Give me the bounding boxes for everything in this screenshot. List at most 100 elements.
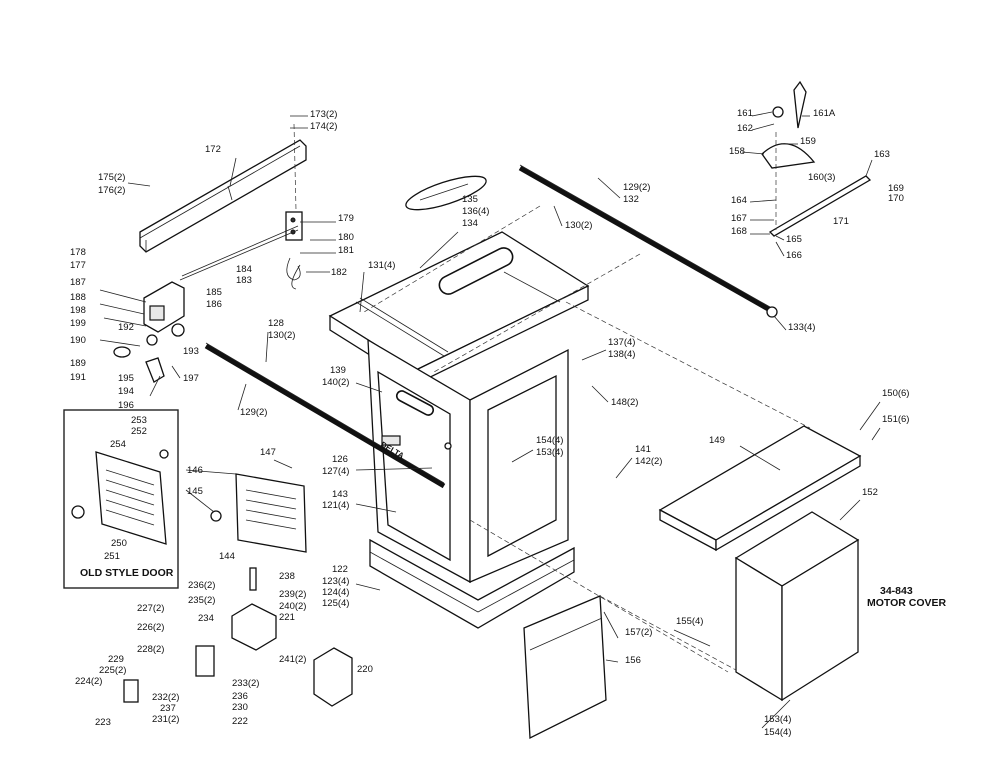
part-label-p123: 123(4) [322, 576, 349, 587]
part-label-p183: 183 [236, 275, 252, 286]
part-label-p146: 146 [187, 465, 203, 476]
part-label-p168: 168 [731, 226, 747, 237]
part-label-p156: 156 [625, 655, 641, 666]
part-label-p238: 238 [279, 571, 295, 582]
part-label-p121: 121(4) [322, 500, 349, 511]
part-label-p129a: 129(2) [623, 182, 650, 193]
part-label-p199: 199 [70, 318, 86, 329]
part-label-p176: 176(2) [98, 185, 125, 196]
part-label-p163: 163 [874, 149, 890, 160]
part-label-p237: 237 [160, 703, 176, 714]
part-label-p177: 177 [70, 260, 86, 271]
extension-wing [658, 425, 862, 552]
part-label-p129b: 129(2) [240, 407, 267, 418]
part-label-p180: 180 [338, 232, 354, 243]
table-insert [405, 175, 487, 211]
part-label-p233: 233(2) [232, 678, 259, 689]
part-label-p178: 178 [70, 247, 86, 258]
part-label-p251: 251 [104, 551, 120, 562]
part-label-p187: 187 [70, 277, 86, 288]
part-label-p127: 127(4) [322, 466, 349, 477]
part-label-p230: 230 [232, 702, 248, 713]
part-label-p140: 140(2) [322, 377, 349, 388]
part-label-p125: 125(4) [322, 598, 349, 609]
part-label-p195: 195 [118, 373, 134, 384]
part-label-p147: 147 [260, 447, 276, 458]
part-label-p190: 190 [70, 335, 86, 346]
part-label-p192: 192 [118, 322, 134, 333]
part-label-p220: 220 [357, 664, 373, 675]
part-label-p157: 157(2) [625, 627, 652, 638]
part-label-p170: 170 [888, 193, 904, 204]
part-label-p136: 136(4) [462, 206, 489, 217]
part-label-p158: 158 [729, 146, 745, 157]
part-label-p198: 198 [70, 305, 86, 316]
part-label-p169: 169 [888, 183, 904, 194]
part-label-p253: 253 [131, 415, 147, 426]
part-label-p228: 228(2) [137, 644, 164, 655]
part-label-p193: 193 [183, 346, 199, 357]
part-label-p174: 174(2) [310, 121, 337, 132]
part-label-p171: 171 [833, 216, 849, 227]
part-label-p137: 137(4) [608, 337, 635, 348]
old-style-door-caption: OLD STYLE DOOR [80, 567, 174, 579]
part-labels: 173(2)174(2)172175(2)176(2)1791801811821… [70, 108, 909, 738]
part-label-p145: 145 [187, 486, 203, 497]
part-label-p239: 239(2) [279, 589, 306, 600]
part-label-p132: 132 [623, 194, 639, 205]
part-label-p185: 185 [206, 287, 222, 298]
part-label-p188: 188 [70, 292, 86, 303]
part-label-p226: 226(2) [137, 622, 164, 633]
part-label-p240: 240(2) [279, 601, 306, 612]
part-label-p236a: 236(2) [188, 580, 215, 591]
switch-box [123, 567, 353, 707]
part-label-p135: 135 [462, 194, 478, 205]
part-label-p124: 124(4) [322, 587, 349, 598]
part-label-p254: 254 [110, 439, 126, 450]
part-label-p241: 241(2) [279, 654, 306, 665]
part-label-p166: 166 [786, 250, 802, 261]
part-label-p221: 221 [279, 612, 295, 623]
part-label-p149: 149 [709, 435, 725, 446]
motor-cover-caption: MOTOR COVER [867, 597, 947, 609]
part-label-p252: 252 [131, 426, 147, 437]
part-label-p229: 229 [108, 654, 124, 665]
part-label-p189: 189 [70, 358, 86, 369]
part-label-p232: 232(2) [152, 692, 179, 703]
part-label-p173: 173(2) [310, 109, 337, 120]
motor-cover [734, 511, 860, 702]
part-label-p179: 179 [338, 213, 354, 224]
part-label-p167: 167 [731, 213, 747, 224]
part-label-p175: 175(2) [98, 172, 125, 183]
leader-lines [127, 111, 881, 729]
part-label-p194: 194 [118, 386, 134, 397]
part-label-p152: 152 [862, 487, 878, 498]
part-label-p231: 231(2) [152, 714, 179, 725]
part-label-p236b: 236 [232, 691, 248, 702]
cabinet-door [210, 473, 307, 553]
part-label-p130b: 130(2) [268, 330, 295, 341]
part-label-p153a: 153(4) [536, 447, 563, 458]
part-label-p144: 144 [219, 551, 235, 562]
part-label-p161: 161 [737, 108, 753, 119]
old-style-door [71, 449, 169, 545]
part-label-p191: 191 [70, 372, 86, 383]
part-label-p182: 182 [331, 267, 347, 278]
part-label-p131: 131(4) [368, 260, 395, 271]
part-label-p130a: 130(2) [565, 220, 592, 231]
part-label-p225: 225(2) [99, 665, 126, 676]
part-label-p197: 197 [183, 373, 199, 384]
part-label-p250: 250 [111, 538, 127, 549]
part-label-p155: 155(4) [676, 616, 703, 627]
part-label-p138: 138(4) [608, 349, 635, 360]
part-label-p196: 196 [118, 400, 134, 411]
part-label-p134: 134 [462, 218, 478, 229]
stand-cabinet [367, 338, 575, 629]
motor-cover-number: 34-843 [880, 585, 913, 597]
part-label-p181: 181 [338, 245, 354, 256]
part-label-p142: 142(2) [635, 456, 662, 467]
part-label-p133: 133(4) [788, 322, 815, 333]
part-label-p153b: 153(4) [764, 714, 791, 725]
part-label-p122: 122 [332, 564, 348, 575]
